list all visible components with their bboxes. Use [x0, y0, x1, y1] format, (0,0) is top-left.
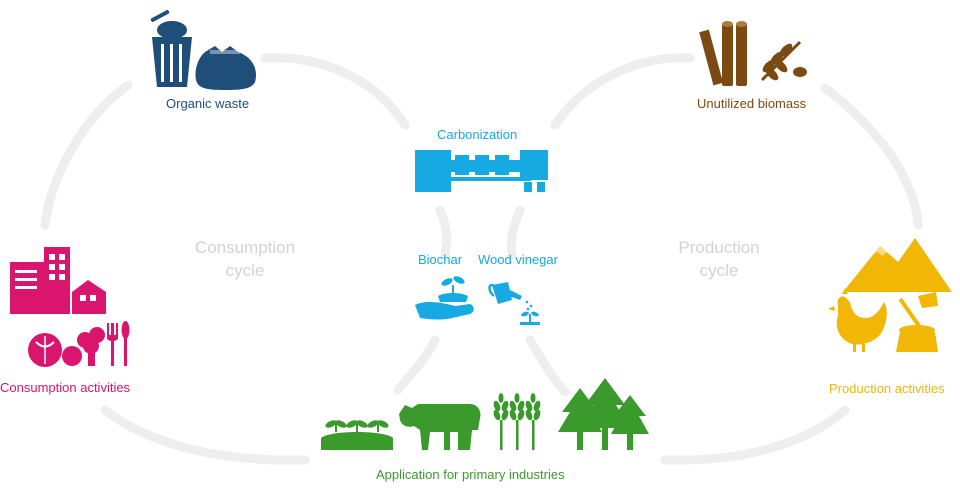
carbonization-label: Carbonization [437, 127, 518, 142]
production-cycle-line2: cycle [699, 261, 739, 280]
consumption-activities-label: Consumption activities [0, 380, 131, 395]
production-cycle-line1: Production [678, 238, 760, 257]
arc-center-right-upper [506, 205, 525, 260]
trees-icon [558, 378, 649, 450]
mountains-icon [843, 238, 952, 292]
seedlings-icon [321, 420, 393, 450]
arc-bottom-left [100, 405, 310, 465]
hand-sprout-icon [415, 276, 474, 320]
arc-center-left-upper [435, 205, 452, 260]
arc-top-right [550, 53, 695, 130]
arc-left-upper [40, 80, 133, 230]
grain-icon [493, 393, 541, 450]
unutilized-biomass-label: Unutilized biomass [697, 96, 807, 111]
garbage-bag-icon [195, 46, 257, 90]
arc-right-upper [820, 83, 923, 230]
vegetables-icon [28, 327, 105, 367]
cow-icon [399, 404, 481, 450]
biochar-label: Biochar [418, 252, 463, 267]
arc-top-left [260, 53, 410, 130]
arc-center-left-lower [393, 335, 440, 395]
trash-can-icon [150, 9, 192, 87]
axe-stump-icon [896, 292, 938, 352]
loop-arcs [40, 53, 923, 465]
watering-can-icon [488, 282, 540, 325]
primary-industries-label: Application for primary industries [376, 467, 565, 482]
kiln-icon [415, 150, 548, 192]
production-activities-label: Production activities [829, 381, 945, 396]
buildings-icon [10, 247, 106, 314]
chicken-icon [828, 288, 887, 352]
wood-vinegar-label: Wood vinegar [478, 252, 558, 267]
logs-icon [699, 21, 747, 86]
consumption-cycle-label: Consumption cycle [180, 236, 310, 282]
utensils-icon [107, 321, 130, 366]
production-cycle-label: Production cycle [654, 236, 784, 282]
organic-waste-label: Organic waste [166, 96, 250, 111]
arc-bottom-right [660, 405, 850, 465]
wheat-icon [760, 40, 807, 82]
arc-center-right-lower [525, 335, 570, 397]
consumption-cycle-line1: Consumption [194, 238, 296, 257]
consumption-cycle-line2: cycle [225, 261, 265, 280]
